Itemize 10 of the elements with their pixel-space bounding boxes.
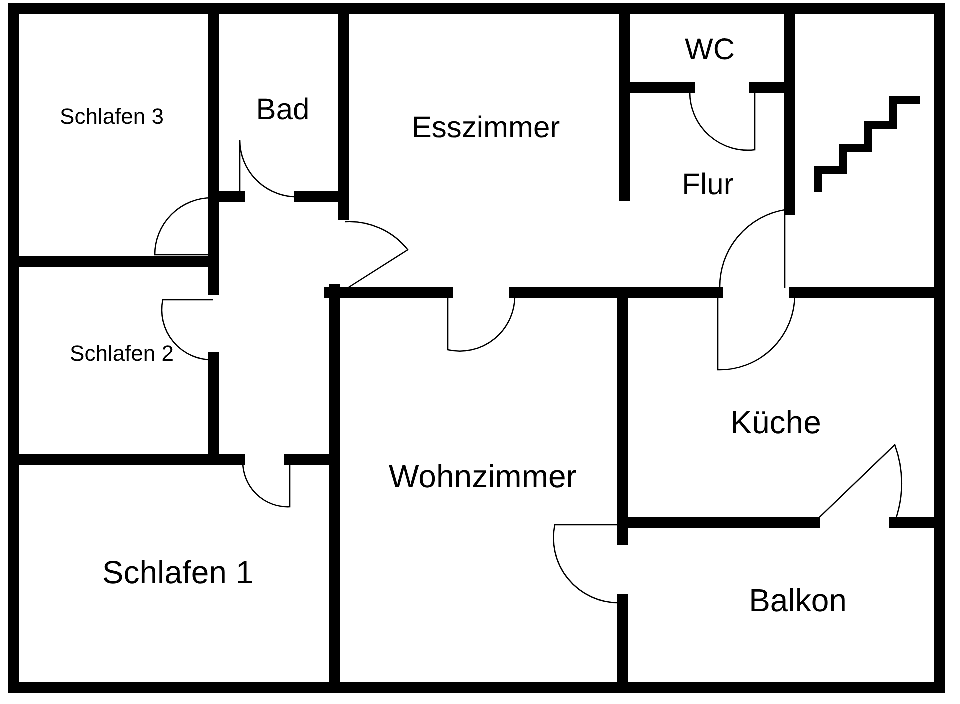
room-label: Esszimmer (412, 112, 560, 144)
room-label: Schlafen 1 (102, 555, 254, 591)
room-label: Bad (256, 94, 310, 126)
room-label: Schlafen 3 (60, 104, 164, 130)
room-label: Schlafen 2 (70, 342, 174, 366)
room-label: Balkon (749, 583, 847, 619)
room-label: WC (685, 34, 735, 66)
room-label: Wohnzimmer (389, 459, 577, 495)
room-label: Flur (682, 168, 734, 202)
room-label: Küche (730, 405, 822, 441)
